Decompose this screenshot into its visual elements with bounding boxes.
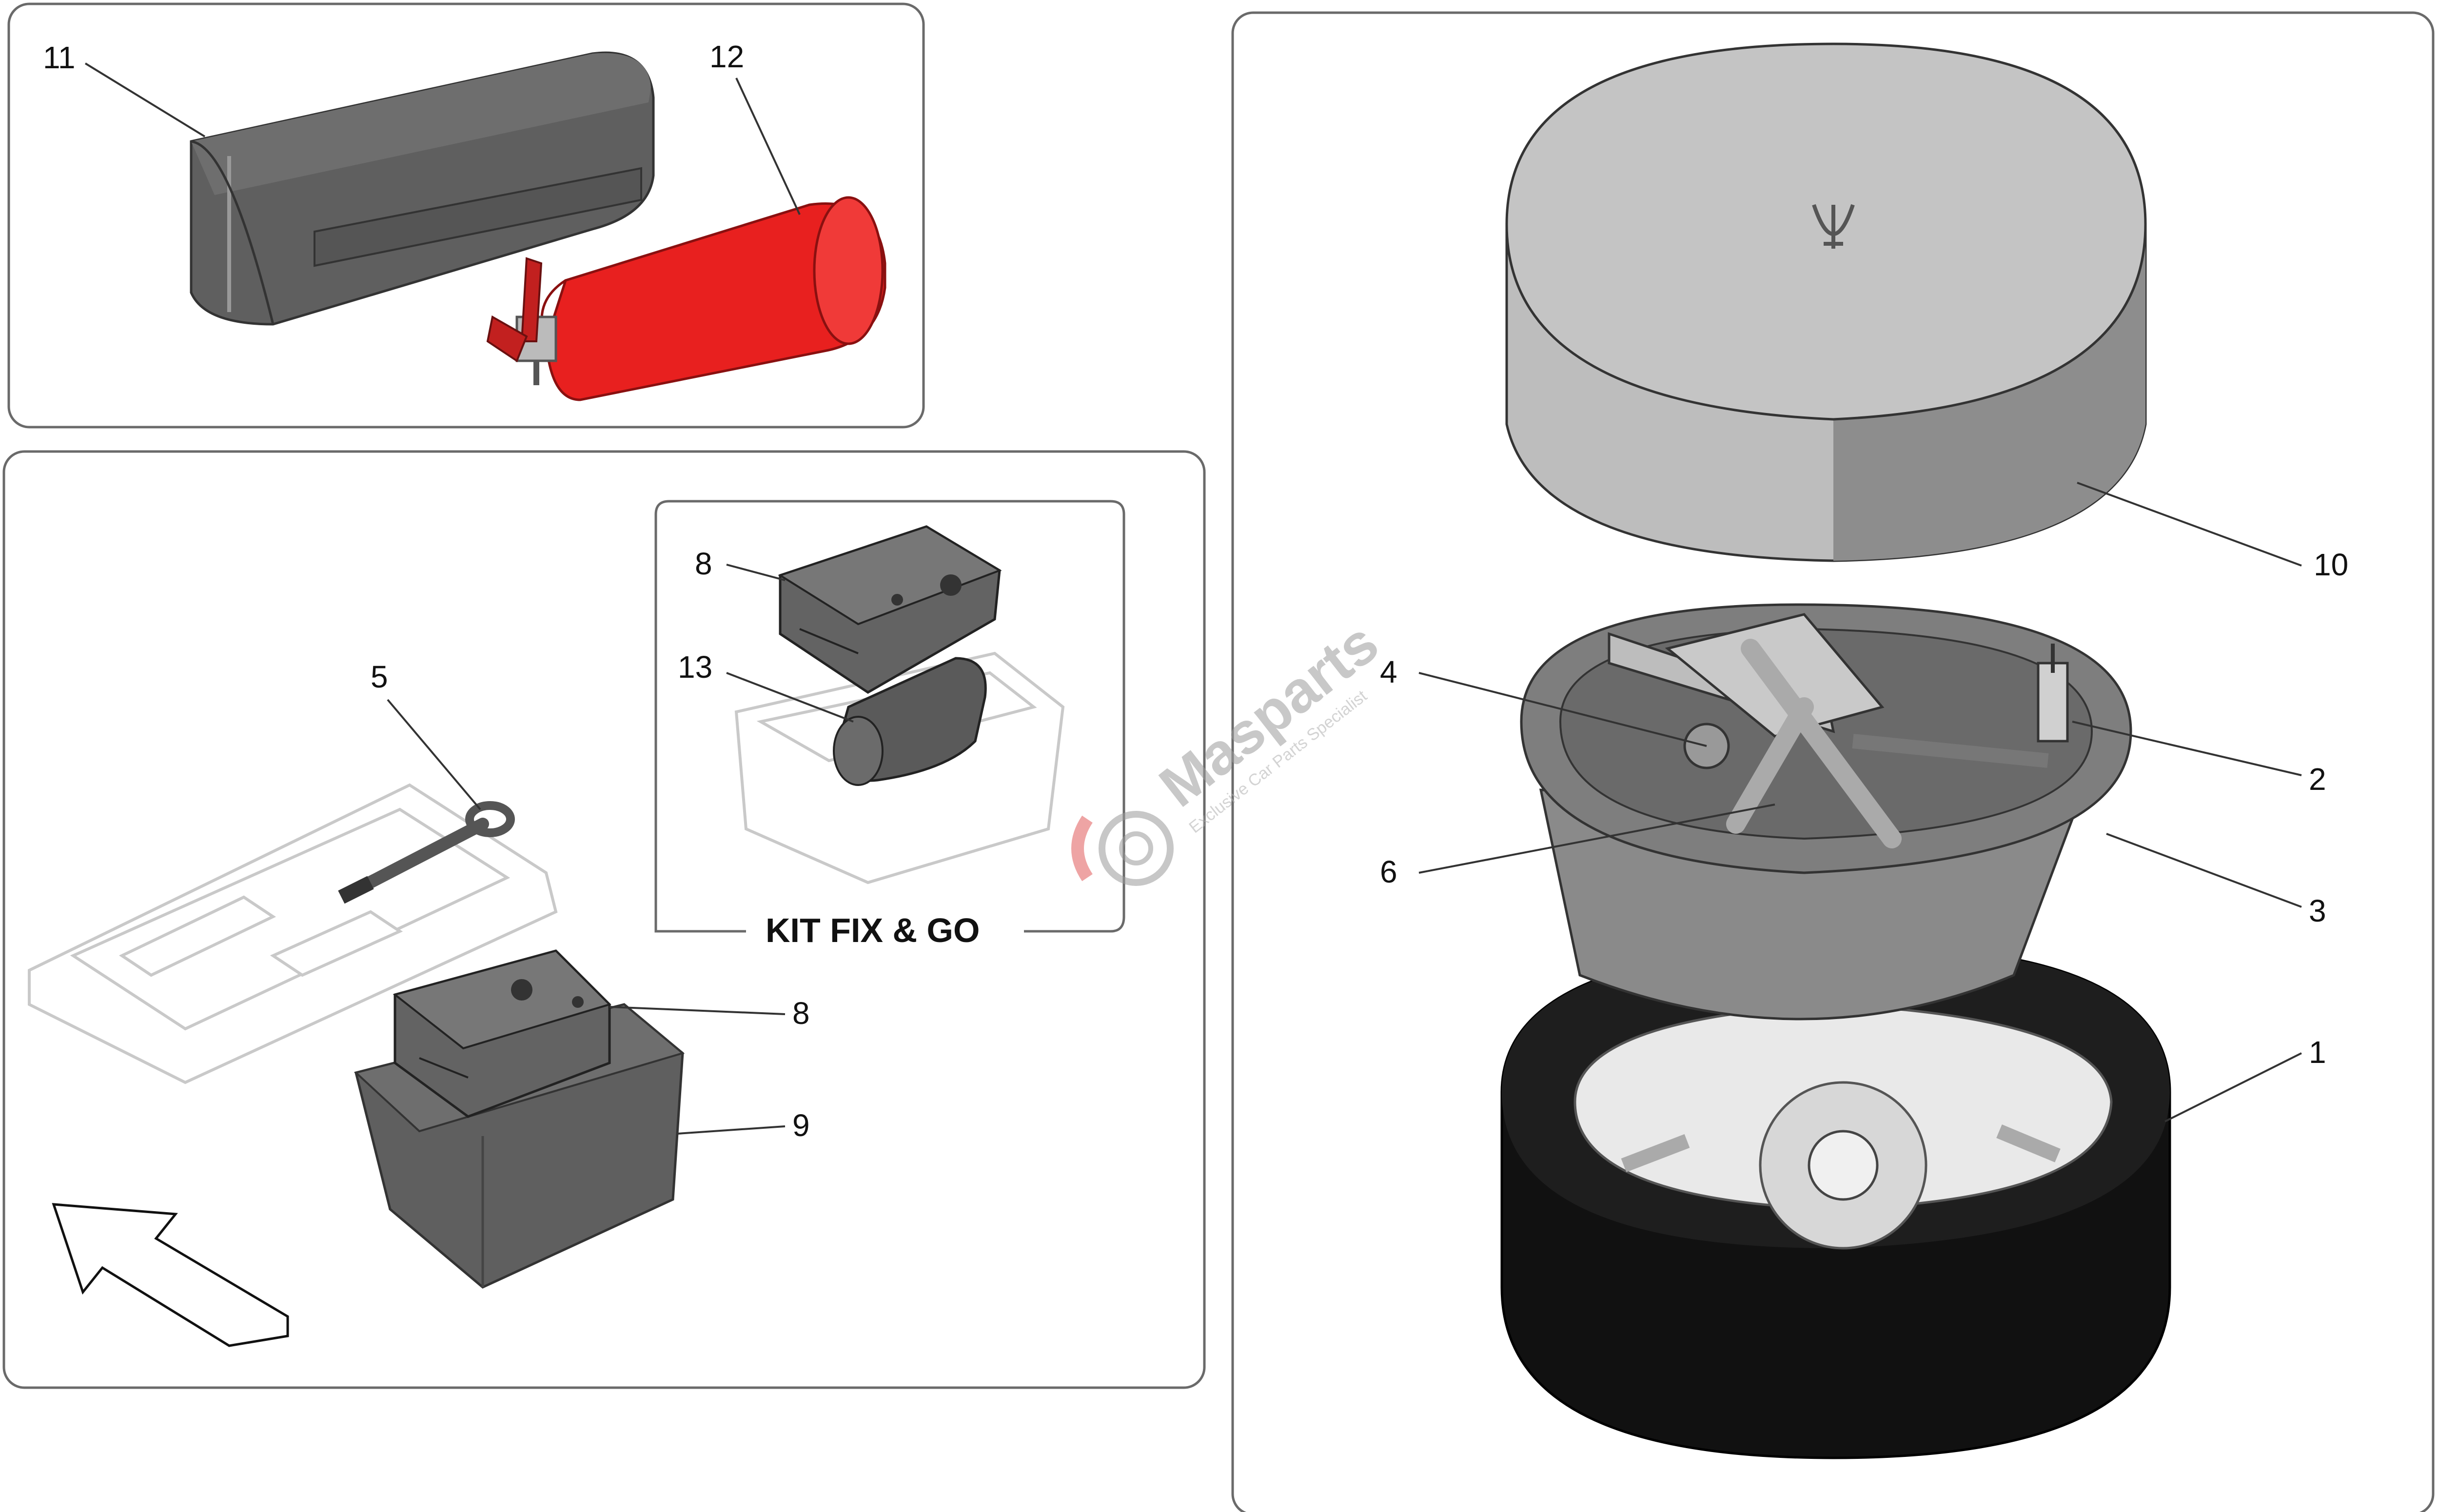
watermark-wheel-icon	[1099, 811, 1174, 886]
inset-compressor	[778, 525, 1002, 694]
callout-8: 8	[792, 996, 810, 1031]
callout-3: 3	[2309, 893, 2326, 928]
callout-4: 4	[1380, 654, 1397, 689]
leader-4	[1418, 672, 1707, 747]
leader-3	[2106, 833, 2302, 908]
callout-13: 13	[678, 649, 712, 685]
leader-13	[726, 672, 854, 723]
panel-tool-tray: 5 8 9 KIT FIX & GO 8 13	[2, 450, 1206, 1389]
callout-9: 9	[792, 1108, 810, 1143]
fire-extinguisher	[486, 196, 886, 401]
callout-1: 1	[2309, 1035, 2326, 1070]
tow-eye	[338, 801, 515, 904]
leader-12	[735, 78, 801, 215]
callout-6: 6	[1380, 854, 1397, 889]
panel-spare-wheel: 10 4 2 6 3 1	[1231, 11, 2435, 1512]
leader-1	[2164, 1052, 2302, 1122]
inset-title: KIT FIX & GO	[766, 911, 980, 949]
tool-bag	[190, 51, 655, 326]
sealant-canister	[833, 657, 987, 786]
wheel-wrench	[1726, 639, 1902, 848]
inset-kit-fix-and-go: KIT FIX & GO 8 13	[654, 500, 1125, 949]
compressor	[393, 949, 611, 1118]
valve-tool	[2037, 644, 2069, 743]
callout-8-inset: 8	[695, 546, 712, 581]
panel-bag-extinguisher: 11 12	[7, 2, 925, 429]
spare-tire	[1500, 944, 2171, 1459]
scissor-jack	[1608, 613, 2049, 769]
leader-2	[2072, 721, 2302, 776]
callout-10: 10	[2314, 547, 2348, 582]
wheel-cover	[1505, 42, 2147, 562]
direction-arrow-icon	[52, 1203, 289, 1347]
trident-logo-icon	[1812, 204, 1855, 249]
callout-5: 5	[371, 659, 388, 694]
leader-9	[677, 1125, 786, 1135]
leader-8	[609, 1006, 786, 1015]
callout-11: 11	[43, 40, 75, 75]
leader-11	[84, 62, 206, 137]
leader-6	[1418, 804, 1775, 874]
callout-12: 12	[709, 39, 744, 74]
leader-8-inset	[726, 564, 786, 581]
callout-2: 2	[2309, 762, 2326, 797]
leader-5	[387, 699, 481, 810]
leader-10	[2077, 482, 2302, 567]
